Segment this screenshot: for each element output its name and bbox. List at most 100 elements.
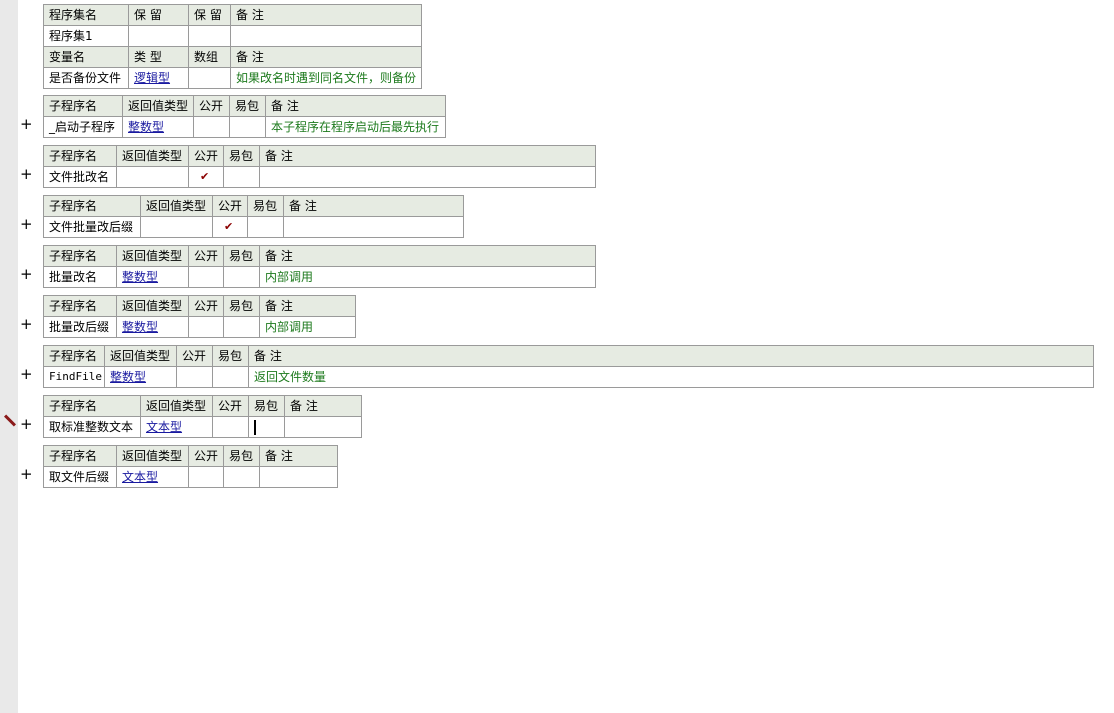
header-cell: 返回值类型	[116, 145, 189, 167]
assembly-name[interactable]: 程序集1	[43, 25, 129, 47]
return-type[interactable]: 整数型	[116, 266, 189, 288]
subroutine-name[interactable]: 批量改名	[43, 266, 117, 288]
subroutine-name[interactable]: 文件批改名	[43, 166, 117, 188]
subroutine-name[interactable]: 文件批量改后缀	[43, 216, 141, 238]
header-cell: 返回值类型	[122, 95, 194, 117]
text-cursor	[254, 420, 256, 435]
subroutine-name[interactable]: FindFile	[43, 366, 105, 388]
subroutine-name[interactable]: _启动子程序	[43, 116, 123, 138]
public-checkbox[interactable]	[188, 266, 224, 288]
header-cell: 备 注	[230, 46, 422, 68]
header-cell: 返回值类型	[116, 245, 189, 267]
subroutine-table: 子程序名返回值类型公开易包备 注 文件批量改后缀 ✔	[43, 195, 464, 238]
subroutine-name[interactable]: 批量改后缀	[43, 316, 117, 338]
header-cell: 子程序名	[43, 345, 105, 367]
expand-plus-icon[interactable]: +	[20, 415, 33, 433]
subroutine-table: 子程序名返回值类型公开易包备 注 文件批改名 ✔	[43, 145, 596, 188]
header-cell: 公开	[212, 395, 249, 417]
check-icon: ✔	[200, 170, 210, 183]
easy-package-checkbox[interactable]	[223, 266, 260, 288]
subroutine-row: FindFile 整数型 返回文件数量	[43, 366, 1094, 388]
header-cell: 类 型	[128, 46, 189, 68]
cell[interactable]	[230, 25, 422, 47]
public-checkbox[interactable]	[212, 416, 249, 438]
header-cell: 变量名	[43, 46, 129, 68]
expand-plus-icon[interactable]: +	[20, 215, 33, 233]
header-cell: 易包	[247, 195, 284, 217]
subroutine-header-row: 子程序名返回值类型公开易包备 注	[43, 345, 1094, 367]
public-checkbox[interactable]	[188, 316, 224, 338]
header-cell: 公开	[188, 295, 224, 317]
subroutine-header-row: 子程序名返回值类型公开易包备 注	[43, 245, 596, 267]
subroutine-name[interactable]: 取标准整数文本	[43, 416, 141, 438]
subroutine-comment[interactable]	[283, 216, 464, 238]
subroutine-comment[interactable]: 本子程序在程序启动后最先执行	[265, 116, 446, 138]
header-cell: 子程序名	[43, 245, 117, 267]
check-icon: ✔	[224, 220, 234, 233]
subroutine-name[interactable]: 取文件后缀	[43, 466, 117, 488]
subroutine-comment[interactable]: 返回文件数量	[248, 366, 1094, 388]
return-type[interactable]: 整数型	[104, 366, 177, 388]
header-cell: 备 注	[259, 245, 596, 267]
header-cell: 备 注	[259, 145, 596, 167]
return-type[interactable]	[116, 166, 189, 188]
expand-plus-icon[interactable]: +	[20, 465, 33, 483]
header-cell: 子程序名	[43, 445, 117, 467]
easy-package-checkbox[interactable]	[223, 466, 260, 488]
header-cell: 公开	[188, 445, 224, 467]
cell[interactable]	[188, 25, 231, 47]
header-cell: 返回值类型	[104, 345, 177, 367]
easy-package-checkbox[interactable]	[229, 116, 266, 138]
public-checkbox[interactable]: ✔	[188, 166, 224, 188]
header-cell: 数组	[188, 46, 231, 68]
return-type[interactable]	[140, 216, 213, 238]
expand-plus-icon[interactable]: +	[20, 165, 33, 183]
public-checkbox[interactable]	[176, 366, 213, 388]
header-cell: 备 注	[230, 4, 422, 26]
header-cell: 返回值类型	[140, 195, 213, 217]
return-type[interactable]: 文本型	[140, 416, 213, 438]
subroutine-table: 子程序名返回值类型公开易包备 注 取标准整数文本 文本型	[43, 395, 362, 438]
public-checkbox[interactable]	[188, 466, 224, 488]
expand-plus-icon[interactable]: +	[20, 315, 33, 333]
header-cell: 保 留	[128, 4, 189, 26]
return-type[interactable]: 整数型	[116, 316, 189, 338]
variable-type[interactable]: 逻辑型	[128, 67, 189, 89]
subroutine-header-row: 子程序名返回值类型公开易包备 注	[43, 295, 356, 317]
easy-package-checkbox[interactable]	[247, 216, 284, 238]
variable-comment[interactable]: 如果改名时遇到同名文件，则备份	[230, 67, 422, 89]
header-cell: 子程序名	[43, 95, 123, 117]
expand-plus-icon[interactable]: +	[20, 365, 33, 383]
easy-package-checkbox[interactable]	[248, 416, 285, 438]
header-cell: 公开	[188, 145, 224, 167]
easy-package-checkbox[interactable]	[212, 366, 249, 388]
header-cell: 易包	[248, 395, 285, 417]
return-type[interactable]: 文本型	[116, 466, 189, 488]
easy-package-checkbox[interactable]	[223, 316, 260, 338]
return-type[interactable]: 整数型	[122, 116, 194, 138]
header-cell: 易包	[223, 145, 260, 167]
expand-plus-icon[interactable]: +	[20, 115, 33, 133]
subroutine-comment[interactable]	[284, 416, 362, 438]
assembly-table: 程序集名 保 留 保 留 备 注 程序集1 变量名 类 型 数组 备 注 是否备…	[43, 4, 422, 89]
header-cell: 备 注	[248, 345, 1094, 367]
variable-name[interactable]: 是否备份文件	[43, 67, 129, 89]
subroutine-comment[interactable]: 内部调用	[259, 316, 356, 338]
assembly-header-row: 程序集名 保 留 保 留 备 注	[43, 4, 422, 26]
header-cell: 公开	[176, 345, 213, 367]
variable-array[interactable]	[188, 67, 231, 89]
header-cell: 公开	[212, 195, 248, 217]
cell[interactable]	[128, 25, 189, 47]
public-checkbox[interactable]: ✔	[212, 216, 248, 238]
header-cell: 程序集名	[43, 4, 129, 26]
subroutine-comment[interactable]	[259, 166, 596, 188]
public-checkbox[interactable]	[193, 116, 230, 138]
expand-plus-icon[interactable]: +	[20, 265, 33, 283]
subroutine-comment[interactable]	[259, 466, 338, 488]
subroutine-table: 子程序名返回值类型公开易包备 注 取文件后缀 文本型	[43, 445, 338, 488]
variable-row: 是否备份文件 逻辑型 如果改名时遇到同名文件，则备份	[43, 67, 422, 89]
subroutine-comment[interactable]: 内部调用	[259, 266, 596, 288]
subroutine-row: 批量改名 整数型 内部调用	[43, 266, 596, 288]
subroutine-header-row: 子程序名返回值类型公开易包备 注	[43, 445, 338, 467]
easy-package-checkbox[interactable]	[223, 166, 260, 188]
